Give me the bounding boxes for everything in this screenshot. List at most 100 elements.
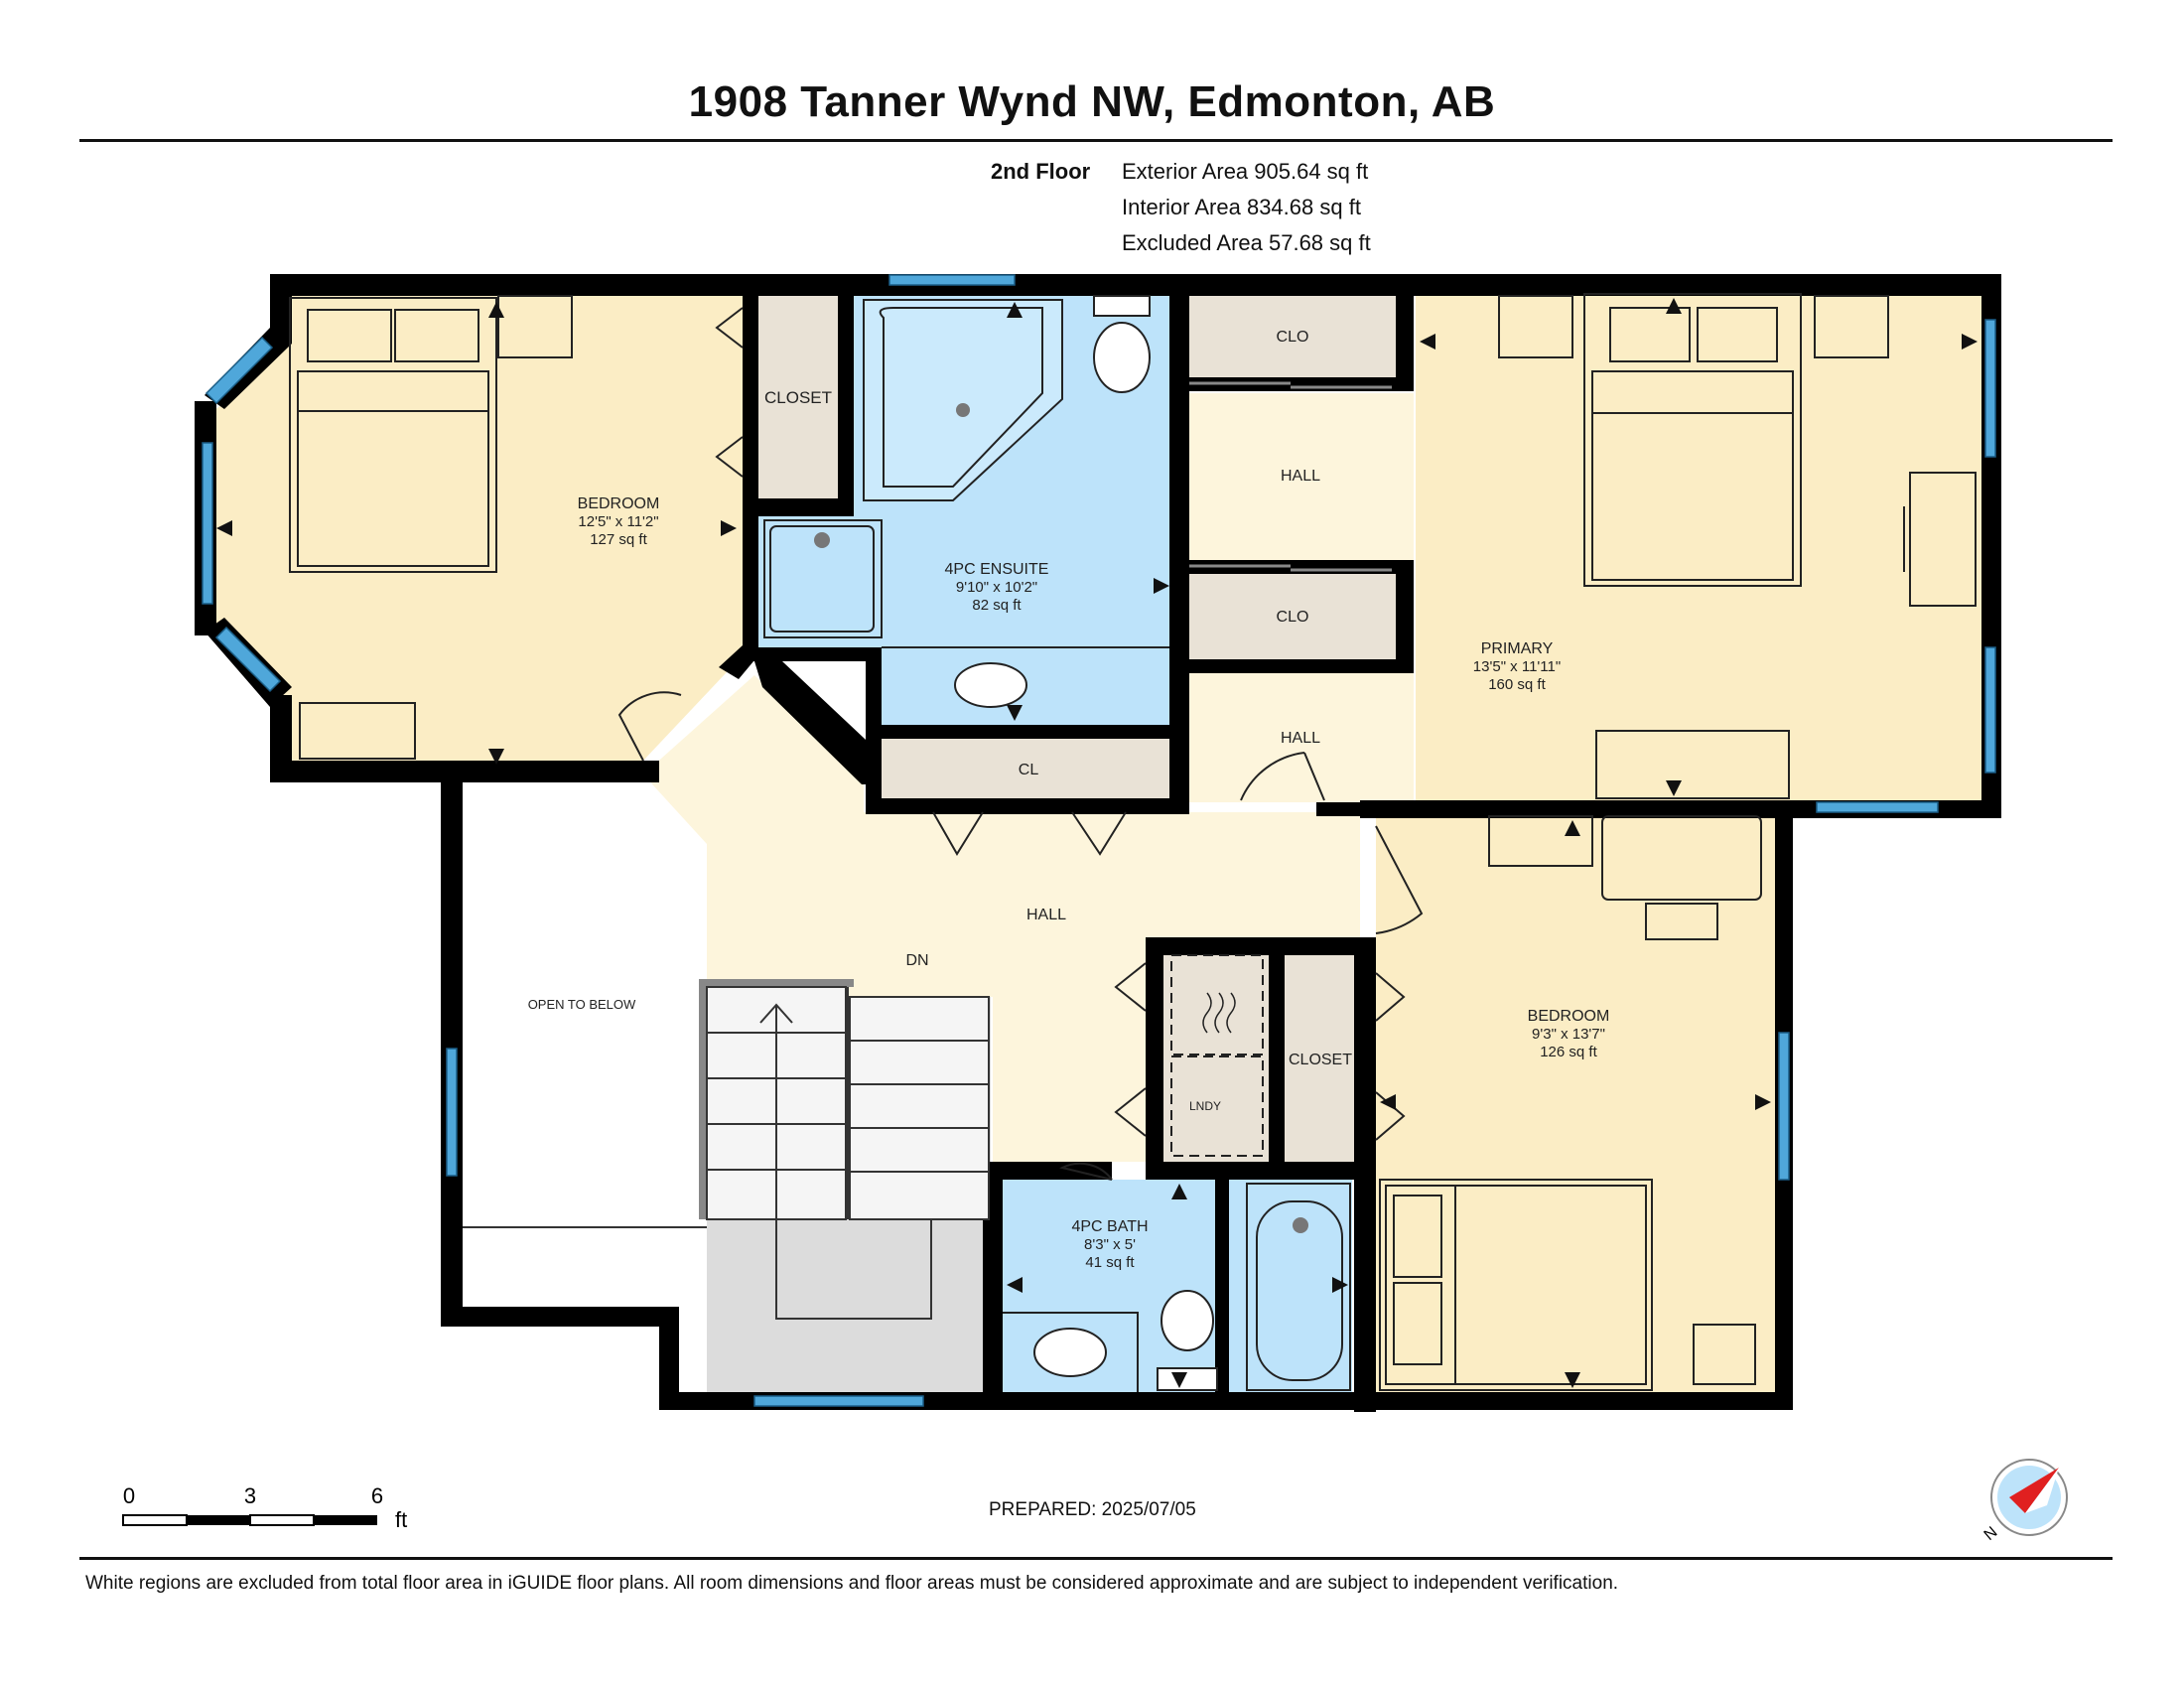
closet-left-floor [758,296,838,498]
window [446,1048,458,1177]
desk [1601,815,1762,901]
wall [659,1307,679,1410]
wall [441,761,659,782]
bed-mattress [1591,370,1794,581]
tub-basin [1256,1200,1343,1381]
stair-arrow-path [775,1005,932,1320]
hall-main-name: HALL [1026,907,1066,923]
wall [270,761,463,782]
sink [1033,1328,1107,1377]
nightstand [1498,295,1573,358]
arrow [1380,1094,1396,1110]
bath-dims: 8'3" x 5' [1084,1236,1136,1253]
pillow [1609,307,1691,362]
dresser [299,702,416,760]
wall [441,761,463,1327]
bedroom-right-area: 126 sq ft [1540,1044,1597,1060]
bed-mattress [297,370,489,567]
clo-mid-floor [1189,574,1396,659]
windows [202,274,1996,1407]
closet-left-name: CLOSET [764,388,832,407]
door-swing [1375,825,1424,934]
toilet-bowl [1093,322,1151,393]
wall [699,979,854,987]
arrow [1666,780,1682,796]
arrow [721,520,737,536]
window [214,626,282,693]
wall [866,725,1181,739]
primary-name: PRIMARY [1481,640,1554,657]
nightstand [497,295,573,358]
fixtures [289,293,1977,1392]
wall [270,274,292,344]
bathtub [1246,1183,1351,1391]
scale-segment [122,1514,188,1526]
bath-name: 4PC BATH [1071,1218,1148,1235]
ensuite-floor [758,296,1169,725]
shower-base [769,525,875,633]
arrow [1171,1184,1187,1199]
disclaimer: White regions are excluded from total fl… [85,1573,1619,1594]
room-labels: BEDROOM 12'5" x 11'2" 127 sq ft CLOSET 4… [528,329,1610,1271]
arrow [1007,1277,1023,1293]
scale-segment [187,1515,250,1525]
window [1816,801,1939,813]
plan-title: 1908 Tanner Wynd NW, Edmonton, AB [688,77,1496,126]
arrow [488,302,504,318]
wall [866,798,1185,814]
pillow [1393,1282,1442,1365]
hall-top-floor [1189,393,1414,560]
bedroom-left-name: BEDROOM [578,495,660,512]
slider [1189,381,1392,389]
arrow [1332,1277,1348,1293]
window [753,1395,924,1407]
bath-area: 41 sq ft [1085,1254,1135,1271]
hall-main-floor [643,675,1360,1166]
window [202,442,213,605]
clo-top-name: CLO [1277,329,1309,346]
primary-area: 160 sq ft [1488,676,1546,693]
wall [270,695,292,780]
top-divider [79,139,2113,142]
ensuite-name: 4PC ENSUITE [945,561,1049,578]
exterior-area: Exterior Area 905.64 sq ft [1122,159,1369,184]
scale-bar: 0 3 6 ft [122,1483,407,1532]
vanity [1003,1312,1139,1392]
arrow [1007,705,1023,721]
cl-name: CL [1019,762,1039,778]
window [1984,646,1996,774]
arrow [1171,1372,1187,1388]
wall [1316,802,1360,816]
chair [1645,903,1718,940]
pillow [394,309,479,362]
pillow [1697,307,1778,362]
window [1778,1032,1790,1181]
arrow [1565,1372,1580,1388]
excluded-area: Excluded Area 57.68 sq ft [1122,230,1371,255]
wall [1146,937,1360,955]
wall [441,1307,679,1327]
wall [758,498,854,516]
tub-drain [1293,1217,1308,1233]
bedroom-left-floor [208,296,743,761]
door-swing [1240,752,1325,801]
primary-floor [1416,294,1981,800]
arrow [1962,334,1978,350]
bed [289,297,497,573]
dimension-arrows [216,298,1978,1388]
nightstand [1693,1324,1756,1385]
wall [1169,274,1189,814]
scale-tick-6: 6 [371,1483,383,1508]
desk [1488,815,1593,867]
shower-head [814,532,830,548]
toilet-tank [1157,1367,1218,1391]
scale-unit: ft [395,1507,407,1532]
wall [743,274,758,661]
bedroom-left-area: 127 sq ft [590,531,647,548]
wall [983,1162,1003,1410]
closet-right-floor [1285,955,1354,1162]
bifold [932,811,1127,856]
cl-floor [882,739,1173,798]
pillow [307,309,392,362]
